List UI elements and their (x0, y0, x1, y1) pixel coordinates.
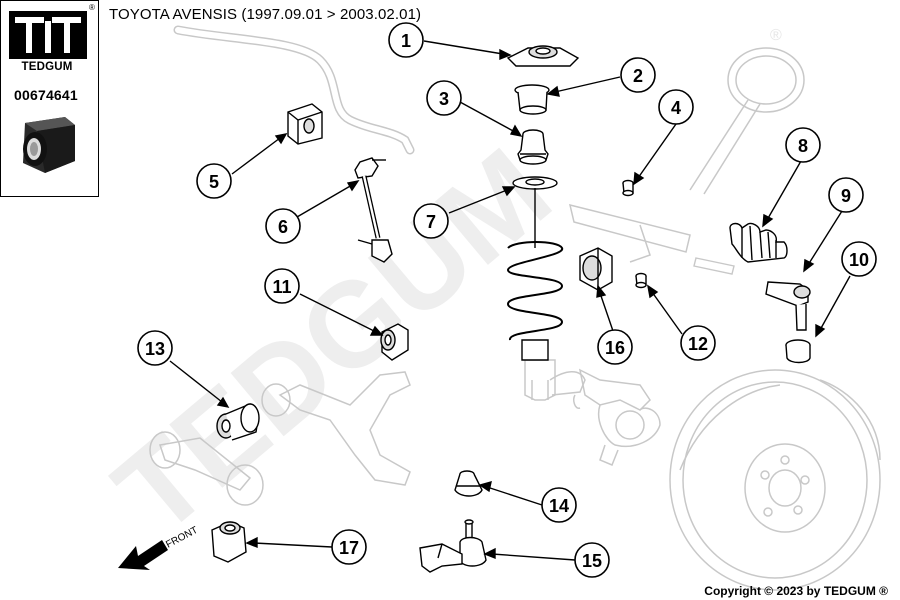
callout-6: 6 (265, 208, 301, 244)
part-8-steering-boot (693, 222, 788, 275)
callout-circle (680, 325, 716, 361)
copyright: Copyright © 2023 by TEDGUM ® (704, 584, 888, 598)
callout-13: 13 (137, 330, 173, 366)
steering-rack (568, 203, 691, 253)
part-3-bump-stop (517, 129, 549, 165)
steering-wheel (727, 47, 805, 113)
part-number: 00674641 (14, 87, 78, 103)
part-7-spring-seat (512, 176, 558, 190)
callout-1: 1 (388, 22, 424, 58)
callout-number: 3 (439, 89, 449, 109)
watermark-registered: ® (770, 27, 782, 44)
callout-number: 16 (605, 338, 625, 358)
callout-14: 14 (541, 487, 577, 523)
callout-circle (828, 177, 864, 213)
callout-9: 9 (828, 177, 864, 213)
part-1-strut-mount (506, 45, 580, 67)
callout-circle (597, 329, 633, 365)
callout-10: 10 (841, 241, 877, 277)
leader-lines (169, 40, 851, 561)
callout-circle (413, 203, 449, 239)
tedgum-logo-icon (9, 11, 87, 59)
part-14-ball-joint-boot (454, 470, 483, 497)
part-12-small-bushing (635, 272, 647, 289)
part-4-small-bushing (622, 179, 634, 197)
wheel (669, 369, 881, 591)
part-15-ball-joint (419, 519, 487, 573)
callout-circle (541, 487, 577, 523)
callout-number: 11 (272, 277, 291, 297)
callout-12: 12 (680, 325, 716, 361)
shock-absorber (524, 359, 556, 401)
callout-number: 7 (426, 212, 436, 232)
registered-mark: ® (89, 3, 95, 12)
callout-number: 13 (145, 339, 165, 359)
lower-control-arm (278, 371, 411, 486)
callout-circle (658, 89, 694, 125)
callout-circle (264, 268, 300, 304)
callout-number: 10 (849, 250, 869, 270)
callout-circle (574, 542, 610, 578)
part-5-stabilizer-bushing (287, 103, 323, 145)
callout-number: 4 (671, 98, 681, 118)
ghost-components (149, 25, 881, 591)
callout-number: 1 (401, 31, 411, 51)
part-9-tie-rod-end (765, 281, 811, 331)
callout-3: 3 (426, 80, 462, 116)
part-6-stabilizer-link (354, 157, 393, 263)
steering-column (689, 99, 761, 195)
callout-circle (137, 330, 173, 366)
part-11-control-arm-bushing (380, 323, 409, 361)
callout-circle (196, 163, 232, 199)
part-16-stabilizer-bushing (579, 247, 613, 291)
callout-2: 2 (620, 57, 656, 93)
callout-11: 11 (264, 268, 300, 304)
callout-number: 5 (209, 172, 219, 192)
callout-number: 14 (549, 496, 569, 516)
callout-circle (388, 22, 424, 58)
coil-spring (506, 188, 564, 361)
part-13-arm-bushing (216, 403, 260, 441)
callout-number: 9 (841, 186, 851, 206)
callout-16: 16 (597, 329, 633, 365)
steering-knuckle (578, 368, 651, 411)
callout-number: 2 (633, 66, 643, 86)
callout-5: 5 (196, 163, 232, 199)
brand-name: TEDGUM (21, 61, 73, 73)
callout-number: 15 (582, 551, 602, 571)
parts (211, 45, 811, 573)
callout-number: 17 (339, 538, 359, 558)
callout-15: 15 (574, 542, 610, 578)
callout-number: 8 (798, 136, 808, 156)
callout-circle (331, 529, 367, 565)
callout-8: 8 (785, 127, 821, 163)
callout-number: 12 (688, 334, 708, 354)
callout-circle (265, 208, 301, 244)
part-17-rear-arm-bushing (211, 521, 247, 563)
part-10-boot-cap (785, 339, 811, 364)
part-2-bump-stop-cup (514, 84, 550, 115)
callout-4: 4 (658, 89, 694, 125)
callout-17: 17 (331, 529, 367, 565)
callout-circle (785, 127, 821, 163)
bushing-product-image (23, 117, 75, 173)
callout-circle (841, 241, 877, 277)
callout-circle (620, 57, 656, 93)
diagram-title: TOYOTA AVENSIS (1997.09.01 > 2003.02.01) (109, 6, 422, 23)
callout-7: 7 (413, 203, 449, 239)
callout-number: 6 (278, 217, 288, 237)
front-arrow-icon (118, 540, 168, 570)
callout-circle (426, 80, 462, 116)
product-info-box: ® TEDGUM 00674641 (0, 0, 99, 197)
